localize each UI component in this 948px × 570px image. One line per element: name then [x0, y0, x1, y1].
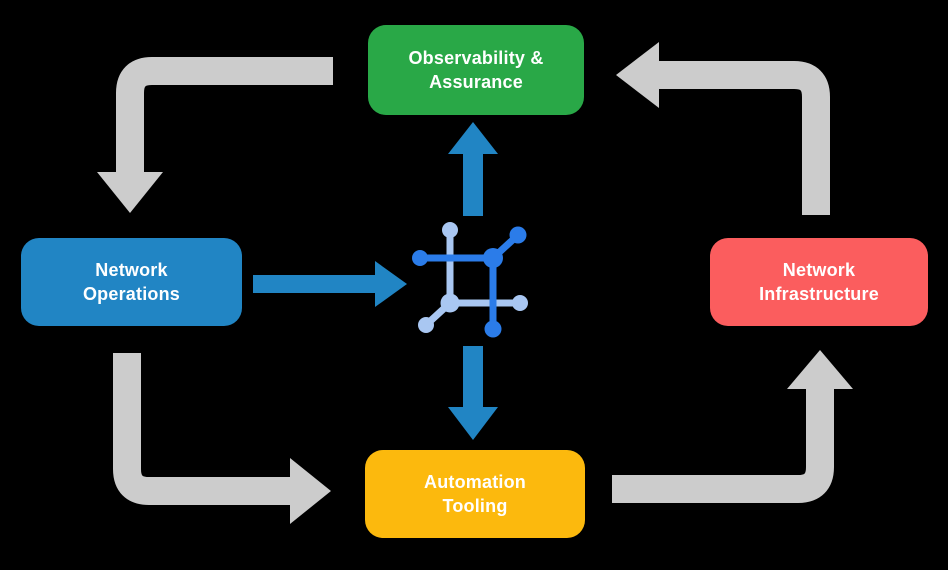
icon-dot-left [412, 250, 428, 266]
arrow-operations-to-center [253, 261, 407, 307]
arrowhead-right [375, 261, 407, 307]
arrow-operations-to-automation [113, 353, 331, 524]
arrowhead-right [290, 458, 331, 524]
node-automation-tooling: Automation Tooling [365, 450, 585, 538]
arrow-observability-to-operations [97, 57, 333, 213]
node-label: Observability & Assurance [408, 47, 544, 92]
arrow-center-to-observability [448, 122, 498, 216]
arrow-infrastructure-to-observability [616, 42, 830, 215]
arrow-center-to-automation [448, 346, 498, 440]
icon-dot-bottom [484, 320, 502, 338]
arrowhead-up [448, 122, 498, 154]
icon-dot-bottom-left [418, 317, 434, 333]
icon-node-top-right-corner [483, 248, 503, 268]
icon-node-bottom-left-corner [440, 293, 460, 313]
network-automation-icon [412, 222, 528, 338]
node-observability-assurance: Observability & Assurance [368, 25, 584, 115]
node-label: Network Infrastructure [759, 259, 879, 304]
arrowhead-left [616, 42, 659, 108]
icon-dot-right [512, 295, 528, 311]
node-network-operations: Network Operations [21, 238, 242, 326]
arrowhead-down [97, 172, 163, 213]
icon-dot-top-right [509, 226, 527, 244]
node-network-infrastructure: Network Infrastructure [710, 238, 928, 326]
node-label: Network Operations [82, 259, 181, 304]
arrowhead-up [787, 350, 853, 389]
arrow-automation-to-infrastructure [612, 350, 853, 503]
icon-dot-top [442, 222, 458, 238]
node-label: Automation Tooling [424, 471, 526, 516]
arrowhead-down [448, 407, 498, 440]
